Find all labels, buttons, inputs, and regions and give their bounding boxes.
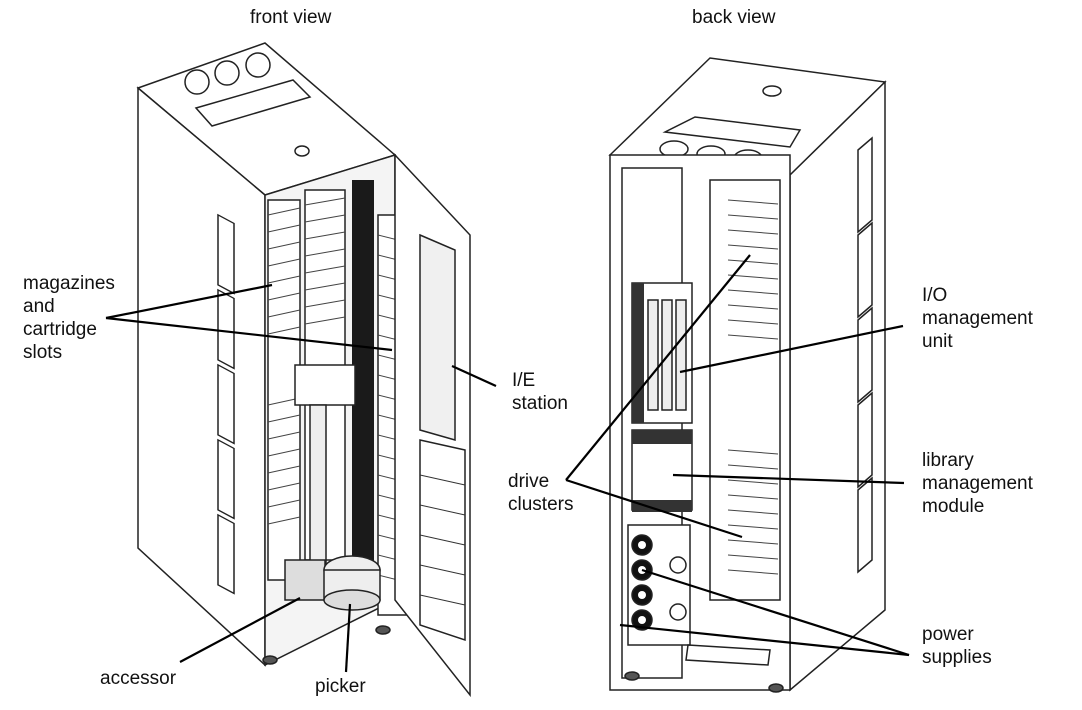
callout-text: picker <box>315 676 366 697</box>
callout-text: drive <box>508 471 550 492</box>
ie-station <box>419 233 456 441</box>
top-port-icon <box>294 145 310 157</box>
callout-text: slots <box>23 342 63 363</box>
callout-io-management-unit: I/O management unit <box>922 284 1033 353</box>
cabinet-foot <box>768 683 784 693</box>
front-view-title: front view <box>250 7 332 28</box>
leader-power-supply-2 <box>619 623 910 657</box>
callout-drive-clusters: drive clusters <box>508 470 573 516</box>
cabinet-foot <box>375 625 391 635</box>
cabinet-foot <box>624 671 640 681</box>
drive-cluster-slots <box>727 199 779 575</box>
leader-ie-station <box>451 364 497 388</box>
leader-drive-cluster-1 <box>565 254 751 481</box>
leader-power-supply-1 <box>641 568 910 657</box>
callout-text: and <box>23 296 55 317</box>
black-backplane <box>352 180 374 580</box>
back-cabinet <box>608 57 887 693</box>
callout-text: I/E <box>512 370 536 391</box>
front-cabinet <box>136 42 471 698</box>
callout-magazines: magazines and cartridge slots <box>23 272 115 364</box>
leader-picker <box>344 603 352 673</box>
top-panel <box>194 79 312 127</box>
top-panel <box>662 116 802 148</box>
accessor-mast <box>309 404 327 566</box>
callout-text: supplies <box>922 647 992 668</box>
leader-drive-cluster-2 <box>565 478 743 539</box>
cable-port-icon <box>184 69 210 95</box>
callout-ie-station: I/E station <box>512 369 568 415</box>
accessor-base <box>284 559 326 601</box>
leader-library-management <box>672 473 905 485</box>
leader-lines <box>105 254 910 673</box>
callout-text: library <box>922 450 974 471</box>
leader-magazines-1 <box>105 283 273 320</box>
top-port-icon <box>762 85 782 97</box>
back-cabinet-side <box>789 80 886 692</box>
leader-magazines-2 <box>105 316 393 352</box>
callout-text: module <box>922 496 985 517</box>
callout-accessor: accessor <box>100 667 176 690</box>
callout-picker: picker <box>315 675 366 698</box>
callout-power-supplies: power supplies <box>922 623 992 669</box>
cable-port-icon <box>245 52 271 78</box>
callout-text: clusters <box>508 494 574 515</box>
callout-text: magazines <box>23 273 115 294</box>
callout-text: management <box>922 473 1033 494</box>
back-view-title: back view <box>692 7 776 28</box>
callout-text: unit <box>922 331 953 352</box>
callout-text: cartridge <box>23 319 97 340</box>
leader-io-management <box>679 324 904 374</box>
callout-text: accessor <box>100 668 177 689</box>
cable-port-icon <box>214 60 240 86</box>
callout-library-management-module: library management module <box>922 449 1033 518</box>
accessor-carriage <box>294 364 356 406</box>
back-door-panel <box>709 179 781 601</box>
callout-text: station <box>512 393 568 414</box>
callout-text: I/O <box>922 285 948 306</box>
cabinet-foot <box>262 655 278 665</box>
callout-text: management <box>922 308 1033 329</box>
callout-text: power <box>922 624 974 645</box>
leader-accessor <box>179 597 301 663</box>
